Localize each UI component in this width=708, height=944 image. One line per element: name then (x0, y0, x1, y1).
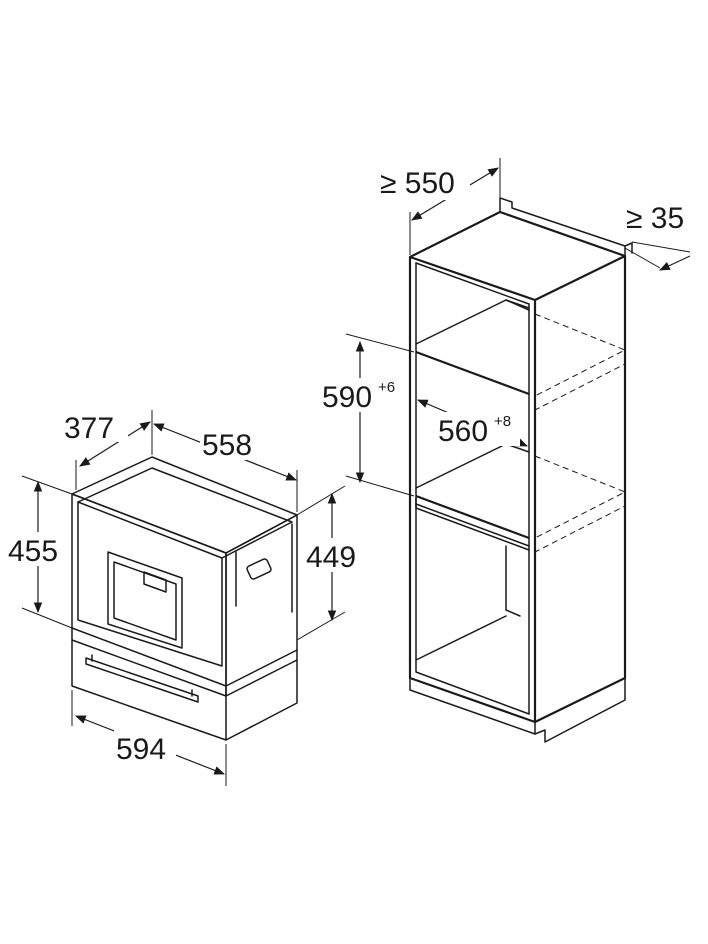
label-455: 455 (8, 535, 58, 568)
cabinet-front (408, 255, 537, 724)
shelf-niche-bottom (415, 494, 530, 540)
hidden-shelf-lower-edge (534, 492, 626, 553)
label-bg-449 (304, 538, 366, 572)
label-449: 449 (306, 541, 356, 574)
ext-377 (75, 410, 153, 490)
ext-550 (409, 158, 501, 255)
lower-floor (415, 615, 507, 661)
drawer-line (71, 627, 227, 687)
label-bg-590 (320, 378, 404, 412)
back-edge-1 (505, 299, 530, 311)
spout (143, 571, 167, 593)
cabinet-side (534, 254, 627, 723)
shelf-upper-back (415, 299, 530, 345)
dim-35 (659, 255, 691, 271)
side-opening (246, 558, 272, 580)
drawer-side (225, 659, 298, 741)
ext-594 (71, 690, 227, 786)
label-590-tolerance: +6 (378, 379, 395, 396)
handle (85, 657, 199, 703)
label-bg-377 (62, 408, 128, 442)
gap-flange (624, 242, 633, 254)
shelf-niche-back (415, 443, 530, 489)
label-550: ≥ 550 (380, 167, 455, 200)
hidden-shelf-lower (534, 455, 627, 539)
shelf-thickness (415, 497, 530, 551)
label-bg-455 (6, 532, 70, 566)
label-594: 594 (116, 733, 166, 766)
inner-top (415, 262, 530, 305)
front-panel (77, 501, 223, 667)
plinth-front (409, 677, 536, 735)
drawer-line-side (225, 649, 298, 687)
top-inner-edge (77, 467, 293, 559)
label-bg-558 (200, 426, 262, 460)
label-bg-550 (378, 166, 470, 200)
hidden-shelf-upper-edge (534, 350, 626, 411)
inner-left (415, 262, 530, 715)
label-590: 590 (322, 381, 372, 414)
label-560-tolerance: +8 (494, 413, 511, 430)
top-flange (499, 197, 626, 257)
label-377: 377 (64, 412, 114, 445)
label-560: 560 (438, 415, 488, 448)
ext-455 (21, 475, 73, 629)
lower-back (505, 545, 521, 617)
cabinet (408, 197, 633, 743)
plinth-side (534, 677, 626, 743)
label-35: ≥ 35 (626, 202, 684, 235)
ext-590 (345, 333, 415, 497)
appliance-top (71, 456, 298, 554)
labels: 377 558 455 449 594 ≥ 550 ≥ 35 590 +6 56… (6, 166, 684, 766)
ext-449 (296, 485, 346, 641)
appliance-front (71, 493, 227, 697)
label-558: 558 (202, 429, 252, 462)
dim-377 (79, 421, 151, 467)
ext-35 (624, 241, 691, 269)
shelf-thickness-2 (415, 503, 530, 547)
handle-mounts (91, 654, 193, 697)
label-bg-594 (114, 730, 176, 764)
label-bg-560 (436, 412, 520, 446)
appliance (71, 456, 298, 741)
dispenser-recess (107, 551, 183, 649)
drawer-front (71, 639, 227, 741)
side-trim (235, 523, 293, 613)
shelf-upper (415, 350, 530, 396)
hidden-shelf-upper (534, 313, 627, 397)
